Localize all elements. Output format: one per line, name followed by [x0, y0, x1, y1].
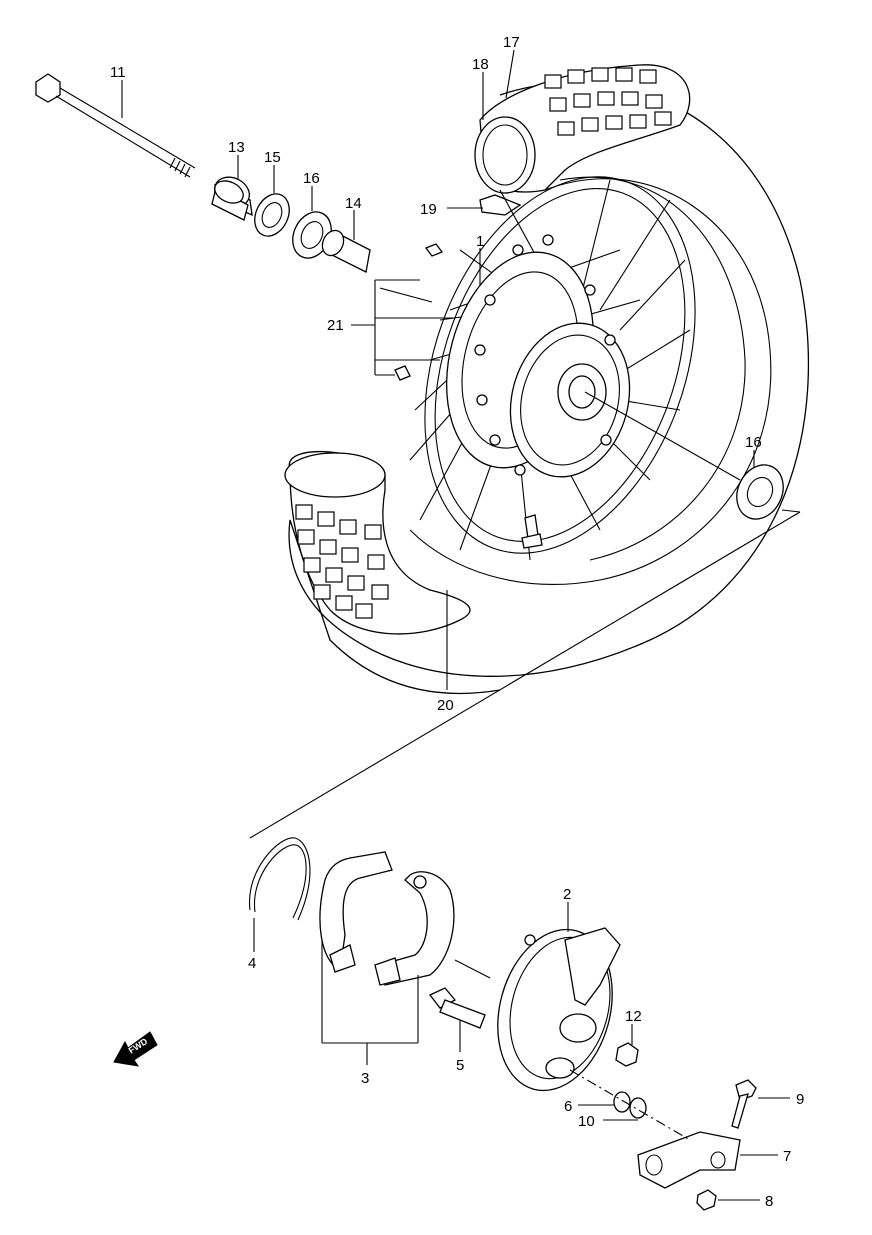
label-3: 3 [361, 1070, 369, 1087]
label-18: 18 [472, 56, 489, 73]
bolt-9 [731, 1079, 757, 1129]
bracket-7 [637, 1131, 741, 1189]
tread-blocks-bottom [295, 504, 389, 619]
tread-blocks-top [544, 67, 672, 136]
label-16-top: 16 [303, 170, 320, 187]
label-10: 10 [578, 1113, 595, 1130]
brake-panel [497, 927, 621, 1092]
hub [445, 234, 631, 478]
nut-8 [696, 1189, 717, 1211]
bolts-21 [394, 243, 444, 381]
label-19: 19 [420, 201, 437, 218]
part-labels: 11 13 15 16 14 17 18 19 1 21 16 20 2 4 1… [110, 34, 804, 1210]
label-4: 4 [248, 955, 256, 972]
label-8: 8 [765, 1193, 773, 1210]
label-16-right: 16 [745, 434, 762, 451]
label-5: 5 [456, 1057, 464, 1074]
label-2: 2 [563, 886, 571, 903]
brake-shoe-right [374, 871, 455, 986]
valve-stem [521, 514, 543, 549]
label-17: 17 [503, 34, 520, 51]
oil-seal [254, 193, 290, 237]
brake-cam [428, 987, 486, 1029]
label-15: 15 [264, 149, 281, 166]
bearing-16-right [736, 464, 784, 520]
label-21: 21 [327, 317, 344, 334]
brake-spring [249, 837, 311, 921]
washers [613, 1091, 647, 1119]
label-11: 11 [110, 64, 126, 81]
label-7: 7 [783, 1148, 791, 1165]
label-13: 13 [228, 139, 245, 156]
label-12: 12 [625, 1008, 642, 1025]
label-1: 1 [476, 233, 484, 250]
nut-12 [615, 1042, 639, 1067]
rim [424, 176, 696, 554]
label-9: 9 [796, 1091, 804, 1108]
label-14: 14 [345, 195, 362, 212]
brake-shoe-left [319, 851, 393, 973]
fwd-arrow-icon: FWD [113, 1031, 158, 1067]
spacer-13 [211, 176, 253, 221]
spacer-14 [321, 229, 371, 273]
leader-lines [121, 49, 801, 1201]
label-20: 20 [437, 697, 454, 714]
label-6: 6 [564, 1098, 572, 1115]
axle-bolt [35, 73, 196, 178]
